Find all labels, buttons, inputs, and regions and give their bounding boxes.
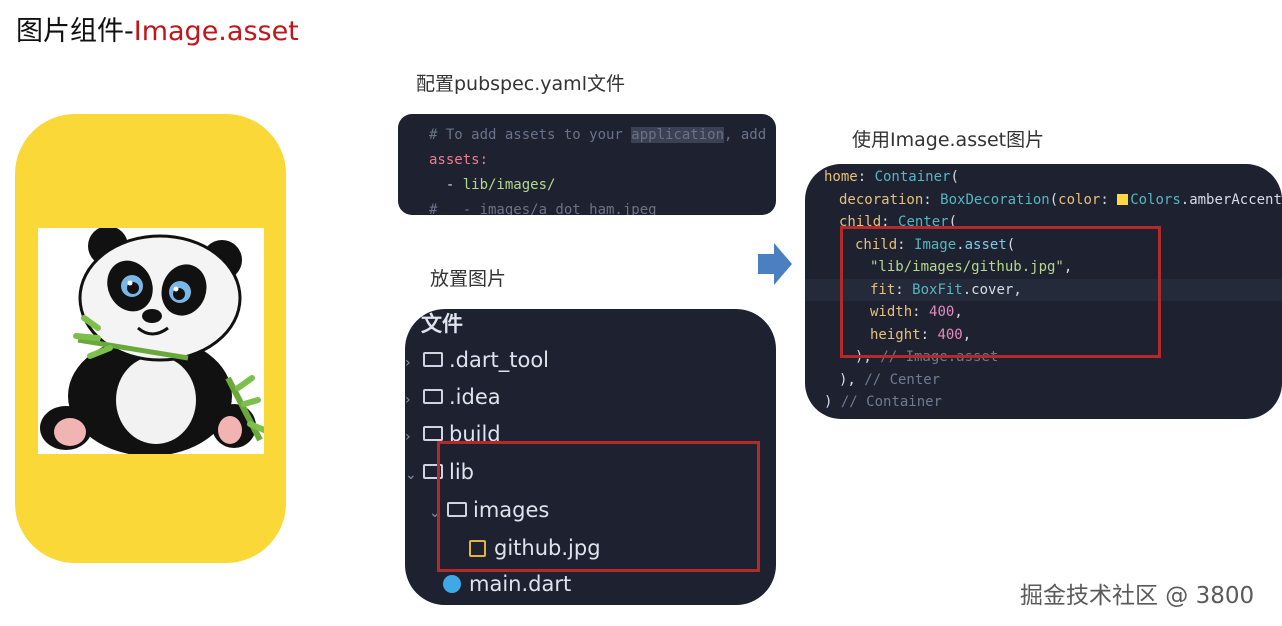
color-swatch-icon — [1117, 193, 1129, 205]
tree-item-dart-tool[interactable]: › .dart_tool — [405, 345, 549, 378]
pubspec-comment-line: # To add assets to your application, add — [429, 123, 766, 147]
comment-text-a: # To add assets to your — [429, 127, 632, 143]
code-line-6: fit: BoxFit.cover, — [870, 281, 1022, 298]
tree-item-label: images — [473, 498, 550, 522]
dash: - — [429, 177, 463, 193]
right-arrow-icon — [758, 243, 792, 285]
folder-icon — [423, 425, 443, 441]
comment-text-b: , add — [724, 127, 767, 143]
pubspec-code-panel: # To add assets to your application, add… — [398, 114, 776, 215]
watermark: 掘金技术社区 @ 3800 — [1020, 583, 1255, 609]
file-tree-panel: 文件 ›.dart_tool ›.idea ›build ⌄lib ⌄image… — [405, 309, 776, 605]
code-line-5: "lib/images/github.jpg", — [870, 259, 1073, 275]
tree-item-idea[interactable]: › .idea — [405, 382, 501, 415]
code-line-1: home: Container( — [824, 169, 959, 185]
tree-item-images[interactable]: ⌄ images — [429, 495, 549, 528]
code-line-10: ), // Center — [839, 371, 941, 388]
tree-item-lib[interactable]: ⌄ lib — [405, 457, 474, 490]
title-prefix: 图片组件- — [16, 16, 134, 47]
assets-entry: - lib/images/ — [429, 173, 556, 197]
assets-path: lib/images/ — [462, 177, 556, 193]
tree-item-label: github.jpg — [494, 536, 601, 560]
chevron-down-icon: ⌄ — [429, 505, 441, 521]
chevron-right-icon: › — [405, 392, 411, 408]
highlight-box-files — [437, 441, 760, 572]
code-line-4: child: Image.asset( — [855, 236, 1016, 253]
assets-key: assets: — [429, 152, 489, 168]
caption-pubspec: 配置pubspec.yaml文件 — [416, 73, 625, 95]
open-folder-icon — [423, 463, 443, 479]
page-title: 图片组件-Image.asset — [16, 12, 299, 52]
current-line-highlight — [805, 279, 1282, 301]
phone-mockup — [15, 114, 286, 563]
file-tree-header: 文件 — [421, 312, 463, 336]
code-line-2: decoration: BoxDecoration(color: Colors.… — [839, 191, 1282, 208]
chevron-right-icon: › — [405, 429, 411, 445]
highlight-box-code — [840, 226, 1161, 358]
tree-item-label: main.dart — [469, 572, 572, 596]
tree-item-label: .dart_tool — [449, 348, 550, 372]
dart-file-icon — [443, 575, 461, 593]
chevron-right-icon: › — [405, 355, 411, 371]
phone-screen — [38, 228, 264, 454]
folder-icon — [423, 351, 443, 367]
tree-item-label: .idea — [449, 385, 501, 409]
caption-use-image: 使用Image.asset图片 — [852, 129, 1045, 151]
panda-image — [40, 228, 264, 454]
open-folder-icon — [447, 501, 467, 517]
caption-place-image: 放置图片 — [430, 268, 507, 290]
code-line-8: height: 400, — [870, 326, 972, 343]
code-line-7: width: 400, — [870, 304, 963, 320]
chevron-down-icon: ⌄ — [405, 467, 417, 483]
image-file-icon — [469, 540, 486, 557]
code-line-11: ) // Container — [824, 394, 943, 410]
tree-item-github-jpg[interactable]: github.jpg — [453, 533, 601, 563]
tree-item-main-dart[interactable]: main.dart — [429, 569, 571, 599]
tree-item-label: lib — [449, 460, 474, 484]
pubspec-comment-line-2: # - images/a_dot_ham.jpeg — [429, 202, 657, 215]
dart-code-panel: home: Container( decoration: BoxDecorati… — [805, 164, 1282, 419]
comment-selected: application — [631, 127, 725, 143]
folder-icon — [423, 388, 443, 404]
title-accent: Image.asset — [133, 16, 299, 47]
